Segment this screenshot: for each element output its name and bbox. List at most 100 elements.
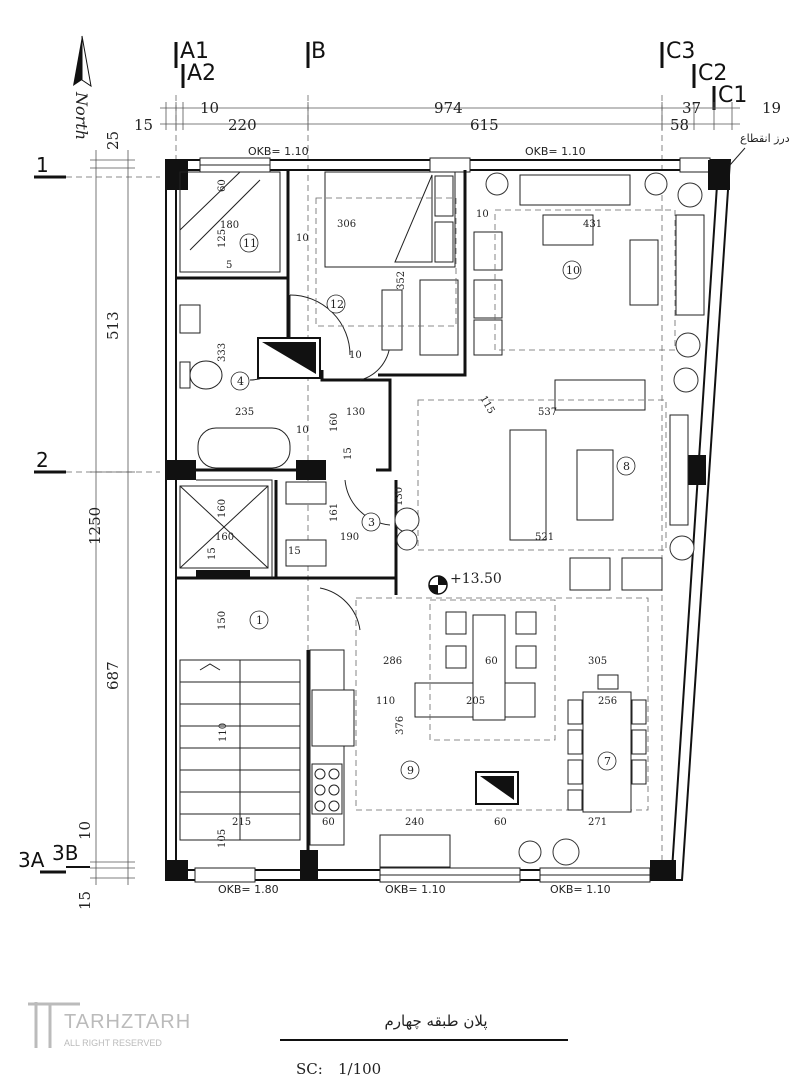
room-3-wc — [285, 481, 420, 567]
north-arrow-icon — [73, 35, 92, 88]
interior-dim-23: 15 — [207, 547, 218, 560]
room-number-8: 8 — [623, 460, 630, 473]
interior-dim-24: 15 — [288, 546, 301, 557]
dimension-lines-top — [160, 102, 740, 130]
interior-dim-22: 160 — [215, 532, 234, 543]
okb-top-right: OKB= 1.10 — [525, 145, 586, 158]
level-value: +13.50 — [450, 571, 502, 587]
dim-left-15: 15 — [76, 891, 94, 910]
room-number-markers — [230, 233, 636, 780]
staircase — [179, 659, 301, 841]
okb-top-left: OKB= 1.10 — [248, 145, 309, 158]
room-8-family — [417, 379, 689, 591]
interior-dim-17: 115 — [477, 394, 496, 416]
okb-bottom-mid: OKB= 1.10 — [385, 883, 446, 896]
room-9-kitchen — [309, 597, 649, 868]
interior-dim-25: 521 — [535, 532, 554, 543]
grid-label-b: B — [311, 39, 326, 64]
expansion-joint-label: درز انقطاع — [740, 132, 790, 145]
interior-dim-40: 110 — [218, 723, 229, 742]
interior-dim-13: 160 — [329, 413, 340, 432]
interior-dim-5: 306 — [337, 219, 356, 230]
interior-dim-9: 10 — [296, 425, 309, 436]
grid-label-1: 1 — [36, 153, 49, 177]
scale-label: SC: — [296, 1060, 323, 1078]
interior-dim-31: 205 — [466, 696, 485, 707]
level-marker-icon — [428, 575, 448, 595]
interior-dim-3: 5 — [226, 260, 232, 271]
room-10-living — [473, 174, 705, 356]
room-11-closet — [179, 171, 281, 273]
room-number-12: 12 — [330, 298, 344, 311]
dim-top-220: 220 — [228, 116, 257, 134]
dim-top-10: 10 — [200, 99, 219, 117]
interior-dim-1: 180 — [220, 220, 239, 231]
dimension-lines-left — [90, 150, 135, 885]
room-12-bedroom — [315, 171, 459, 356]
dim-top-58: 58 — [670, 116, 689, 134]
interior-dim-38: 271 — [588, 817, 607, 828]
interior-dim-2: 125 — [217, 229, 228, 248]
interior-dim-7: 352 — [396, 271, 407, 290]
interior-dim-12: 130 — [346, 407, 365, 418]
interior-dim-34: 215 — [232, 817, 251, 828]
interior-dim-8: 431 — [583, 219, 602, 230]
windows — [194, 157, 711, 883]
room-number-1: 1 — [256, 614, 263, 627]
interior-dim-11: 235 — [235, 407, 254, 418]
interior-dim-33: 376 — [395, 716, 406, 735]
interior-dim-32: 256 — [598, 696, 617, 707]
dim-top-37: 37 — [682, 99, 701, 117]
elevator-shaft — [179, 485, 269, 569]
logo-subtext: ALL RIGHT RESERVED — [64, 1038, 162, 1048]
grid-label-3b: 3B — [52, 841, 78, 865]
interior-dim-16: 537 — [538, 407, 557, 418]
dim-top-19: 19 — [762, 99, 781, 117]
room-number-3: 3 — [368, 516, 375, 529]
logo-text: TARHZTARH — [64, 1011, 191, 1033]
room-number-10: 10 — [566, 264, 580, 277]
drawing-title: پلان طبقه چهارم — [384, 1012, 487, 1031]
grid-label-c1: C1 — [718, 83, 747, 108]
dim-top-974: 974 — [434, 99, 463, 117]
okb-bottom-right: OKB= 1.10 — [550, 883, 611, 896]
interior-dim-35: 60 — [322, 817, 335, 828]
interior-dim-39: 105 — [217, 829, 228, 848]
interior-dim-6: 10 — [476, 209, 489, 220]
room-number-4: 4 — [237, 375, 244, 388]
room-number-9: 9 — [407, 764, 414, 777]
interior-dim-10: 333 — [217, 343, 228, 362]
dim-left-513: 513 — [104, 311, 122, 340]
north-label: North — [72, 91, 91, 140]
room-number-11: 11 — [243, 237, 257, 250]
plant-icons — [485, 172, 703, 866]
interior-dim-26: 150 — [217, 611, 228, 630]
interior-dim-18: 160 — [217, 499, 228, 518]
dim-left-10: 10 — [76, 821, 94, 840]
interior-dim-0: 60 — [217, 179, 228, 192]
logo-mark — [28, 1002, 80, 1048]
grid-label-c2: C2 — [698, 61, 727, 86]
interior-dim-28: 60 — [485, 656, 498, 667]
interior-dim-19: 161 — [329, 503, 340, 522]
interior-dim-29: 305 — [588, 656, 607, 667]
grid-label-2: 2 — [36, 448, 49, 472]
interior-walls — [176, 170, 467, 860]
dim-left-687: 687 — [104, 661, 122, 690]
dim-top-615: 615 — [470, 116, 499, 134]
dim-top-15: 15 — [134, 116, 153, 134]
dim-left-1250: 1250 — [86, 507, 104, 545]
interior-dim-14: 10 — [349, 350, 362, 361]
interior-dim-15: 15 — [343, 447, 354, 460]
interior-dim-20: 190 — [340, 532, 359, 543]
interior-dim-30: 110 — [376, 696, 395, 707]
interior-dimension-labels: 60 180 125 5 10 306 10 352 431 10 333 23… — [207, 179, 617, 848]
expansion-joint-arrow-icon — [729, 147, 746, 166]
okb-bottom-left: OKB= 1.80 — [218, 883, 279, 896]
dim-left-25: 25 — [104, 131, 122, 150]
interior-dim-37: 60 — [494, 817, 507, 828]
interior-dim-4: 10 — [296, 233, 309, 244]
interior-dim-21: 130 — [394, 487, 405, 506]
grid-label-c3: C3 — [666, 39, 695, 64]
